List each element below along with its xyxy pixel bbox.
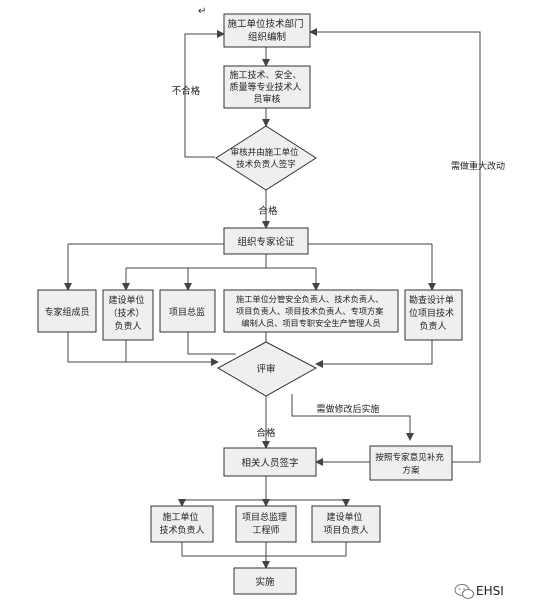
edge-experts-evaluate <box>67 332 219 366</box>
node-evaluate <box>216 341 318 397</box>
node-chief-supervisor-label: 项目总监 <box>169 306 205 318</box>
label-major-change: 需做重大改动 <box>451 160 505 172</box>
node-labels: 施工单位技术部门 组织编制 施工技术、安全、 质量等专业技术人 员审核 审核并由… <box>44 18 457 588</box>
node-approve <box>215 125 317 191</box>
node-revise <box>369 445 453 481</box>
watermark-text: EHSI <box>476 584 504 598</box>
edge-fail-loop <box>184 30 225 158</box>
label-pass-2: 合格 <box>256 427 276 439</box>
node-review <box>223 65 311 109</box>
node-approve-label: 审核并由施工单位 技术负责人签字 <box>231 147 302 170</box>
node-construction-staff <box>223 289 399 333</box>
node-sign-supervisor <box>235 505 297 543</box>
edge-sc-implement <box>181 542 347 557</box>
node-implement <box>233 567 297 595</box>
node-chief-supervisor <box>159 289 216 333</box>
node-implement-label: 实施 <box>255 576 275 588</box>
node-sign-supervisor-label: 项目总监理 工程师 <box>242 511 290 536</box>
node-compile-label: 施工单位技术部门 组织编制 <box>227 18 306 43</box>
node-experts-label: 专家组成员 <box>44 306 89 318</box>
edge-major-change-loop <box>309 28 481 463</box>
node-sign-construction <box>150 505 214 543</box>
node-survey-design <box>404 289 463 341</box>
label-minor-revise: 需做修改后实施 <box>316 403 379 415</box>
edge-labels: 不合格 合格 合格 需做修改后实施 需做重大改动 <box>172 85 505 439</box>
node-compile <box>223 13 311 48</box>
node-organize <box>223 227 309 255</box>
node-owner-tech <box>102 289 154 341</box>
node-survey-design-label: 勘查设计单 位项目技术 负责人 <box>409 294 457 332</box>
node-sign-owner-label: 建设单位 项目负责人 <box>323 511 368 536</box>
node-sign-owner <box>311 505 381 543</box>
edge-chief-evaluate <box>187 332 236 355</box>
node-construction-staff-label: 施工单位分管安全负责人、技术负责人、 项目负责人、项目技术负责人、专项方案 编制… <box>236 294 386 328</box>
node-evaluate-label: 评审 <box>256 363 275 375</box>
node-organize-label: 组织专家论证 <box>237 236 295 248</box>
edge-evaluate-revise <box>291 394 414 441</box>
label-fail: 不合格 <box>172 85 201 97</box>
label-pass-1: 合格 <box>258 205 278 217</box>
node-owner-tech-label: 建设单位 （技术） 负责人 <box>109 294 148 332</box>
node-experts <box>37 289 97 333</box>
node-sign-label: 相关人员签字 <box>241 457 298 469</box>
nodes <box>37 13 463 595</box>
wechat-logo-icon <box>454 584 474 599</box>
node-sign-construction-label: 施工单位 技术负责人 <box>159 511 204 536</box>
node-review-label: 施工技术、安全、 质量等专业技术人 员审核 <box>230 69 305 105</box>
edge-survey-evaluate <box>315 340 433 368</box>
node-revise-label: 按照专家意见补充 方案 <box>375 451 447 476</box>
node-sign <box>223 447 317 477</box>
watermark: EHSI <box>454 584 504 599</box>
return-mark-icon: ↵ <box>198 6 206 17</box>
